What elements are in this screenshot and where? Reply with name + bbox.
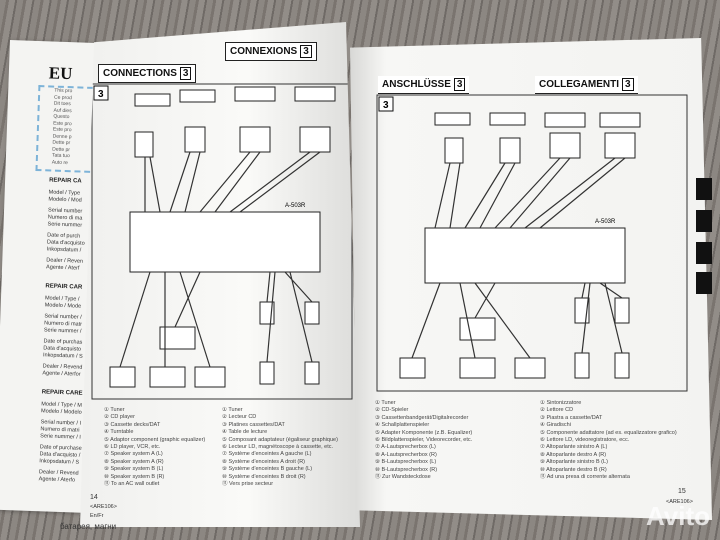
- legend-item: ⑦ Système d'enceintes A gauche (L): [222, 451, 312, 458]
- legend-item: ⑩ Altoparlante destro B (R): [540, 466, 607, 473]
- page-number-right: 15: [678, 488, 686, 495]
- legend-item: ⑥ Bildplattenspieler, Videorecorder, etc…: [375, 437, 473, 444]
- legend-item: ⑤ Composant adaptateur (égaliseur graphi…: [222, 436, 338, 443]
- repair-card-line: Modelo / Mode: [44, 302, 82, 310]
- legend-item: ⑥ Lecteur LD, magnétoscope à cassette, e…: [222, 444, 334, 451]
- section-number: 3: [453, 78, 466, 91]
- legend-item: ⑧ Système d'enceintes A droit (R): [222, 458, 306, 465]
- legend-item: ① Sintonizzatore: [540, 400, 582, 406]
- legend-item: ⑦ A-Lautsprecherbox (L): [375, 444, 436, 451]
- repair-card-line: Serie nummer /: [43, 327, 82, 335]
- header-text: CONNECTIONS: [103, 68, 177, 79]
- section-tab-marker: [696, 242, 712, 264]
- section-number: 3: [300, 45, 312, 58]
- legend-item: ⑨ B-Lautsprecherbox (L): [375, 459, 437, 466]
- legend-item: ① Tuner: [222, 407, 243, 413]
- legend-item: ⑩ B-Lautsprecherbox (R): [375, 466, 438, 473]
- header-text: COLLEGAMENTI: [539, 79, 619, 90]
- legend-item: ⑤ Componente adattatore (ad es. equalizz…: [540, 429, 677, 436]
- legend-item: ③ Platines cassettes/DAT: [222, 421, 285, 428]
- header-text: CONNEXIONS: [230, 46, 298, 57]
- repair-card-line: Inkopsdatum / S: [39, 458, 80, 466]
- repair-card-line: Agente / Aterfor: [42, 370, 81, 378]
- legend-item: ③ Piastra a cassette/DAT: [540, 414, 603, 421]
- repair-card-line: Serie nummer / I: [40, 433, 81, 441]
- legend-item: ④ Schallplattenspieler: [375, 422, 430, 429]
- footer-code-right: <ARE106>: [666, 499, 693, 505]
- legend-item: ③ Cassettenbandgerät/Digitalrecorder: [375, 414, 469, 421]
- legend-item: ⑦ Speaker system A (L): [104, 451, 163, 458]
- repair-card-line: Modelo / Mod: [48, 196, 82, 204]
- section-tab-marker: [696, 210, 712, 232]
- legend-item: ② Lettore CD: [540, 407, 574, 414]
- repair-card-line: Serie nummer: [47, 221, 83, 229]
- svg-text:3: 3: [98, 89, 104, 100]
- legend-item: ① Tuner: [104, 407, 125, 413]
- legend-item: ② CD player: [104, 414, 135, 421]
- legend-item: ⑪ Vers prise secteur: [222, 481, 274, 488]
- repair-card-line: Modelo / Modelo: [40, 408, 82, 416]
- section-number: 3: [622, 78, 634, 91]
- footer-lang-left: En/Fr: [90, 513, 104, 519]
- legend-item: ⑧ A-Lautsprecherbox (R): [375, 451, 437, 458]
- legend-item: ④ Turntable: [104, 429, 134, 436]
- watermark: Avito: [645, 501, 710, 531]
- legend-item: ⑪ To an AC wall outlet: [104, 481, 160, 488]
- legend-item: ⑩ Speaker system B (R): [104, 473, 165, 480]
- section-number: 3: [179, 67, 192, 80]
- legend-item: ⑪ Ad una presa di corrente alternata: [540, 474, 630, 481]
- repair-card-title: REPAIR CAR: [45, 283, 83, 291]
- legend-item: ⑥ LD player, VCR, etc.: [104, 444, 161, 451]
- page-number-left: 14: [90, 494, 98, 501]
- legend-item: ② CD-Spieler: [375, 407, 409, 414]
- svg-text:3: 3: [383, 100, 389, 111]
- repair-card-line: Inkopsdatum /: [46, 246, 82, 254]
- legend-item: ⑦ Altoparlante sinistro A (L): [540, 444, 608, 451]
- repair-card-title: REPAIR CARE: [41, 389, 83, 397]
- repair-card-line: Agente / Aterfo: [38, 476, 76, 484]
- section-tab-marker: [696, 272, 712, 294]
- legend-item: ⑤ Adaptor component (graphic equalizer): [104, 436, 206, 443]
- legend-item: ⑩ Système d'enceintes B droit (R): [222, 473, 306, 480]
- repair-card-line: Inkopsdatum / S: [42, 352, 83, 360]
- legend-item: ① Tuner: [375, 400, 396, 406]
- footer-code-left: <ARE106>: [90, 504, 117, 510]
- legend-item: ⑧ Speaker system A (R): [104, 458, 164, 465]
- card-brand: EU: [48, 63, 73, 84]
- legend-item: ⑧ Altoparlante destro A (R): [540, 451, 607, 458]
- legend-item: ③ Cassette decks/DAT: [104, 421, 161, 428]
- legend-item: ⑨ Altoparlante sinistro B (L): [540, 459, 608, 466]
- legend-item: ⑨ Speaker system B (L): [104, 466, 164, 473]
- model-label: A-503R: [595, 219, 616, 225]
- legend-item: ⑤ Adapter Komponente (z.B. Equalizer): [375, 429, 473, 436]
- bottom-sheet-text: батарея, магни: [60, 522, 117, 531]
- legend-item: ④ Table de lecture: [222, 429, 268, 436]
- repair-card-title: REPAIR CA: [49, 177, 82, 185]
- connection-diagram-left: 3 A-503R: [91, 83, 353, 400]
- header-text: ANSCHLÜSSE: [382, 79, 451, 90]
- legend-item: ⑨ Système d'enceintes B gauche (L): [222, 466, 313, 473]
- model-label: A-503R: [285, 203, 306, 209]
- repair-card-line: Agente / Aterf: [45, 264, 80, 272]
- legend-item: ⑪ Zur Wandsteckdose: [375, 474, 431, 481]
- section-tab-marker: [696, 178, 712, 200]
- connection-diagram-right: 3 A-503R: [376, 94, 688, 392]
- legend-item: ④ Giradischi: [540, 422, 571, 429]
- legend-item: ⑥ Lettore LD, videoregistratore, ecc.: [540, 437, 630, 444]
- legend-item: ② Lecteur CD: [222, 414, 257, 421]
